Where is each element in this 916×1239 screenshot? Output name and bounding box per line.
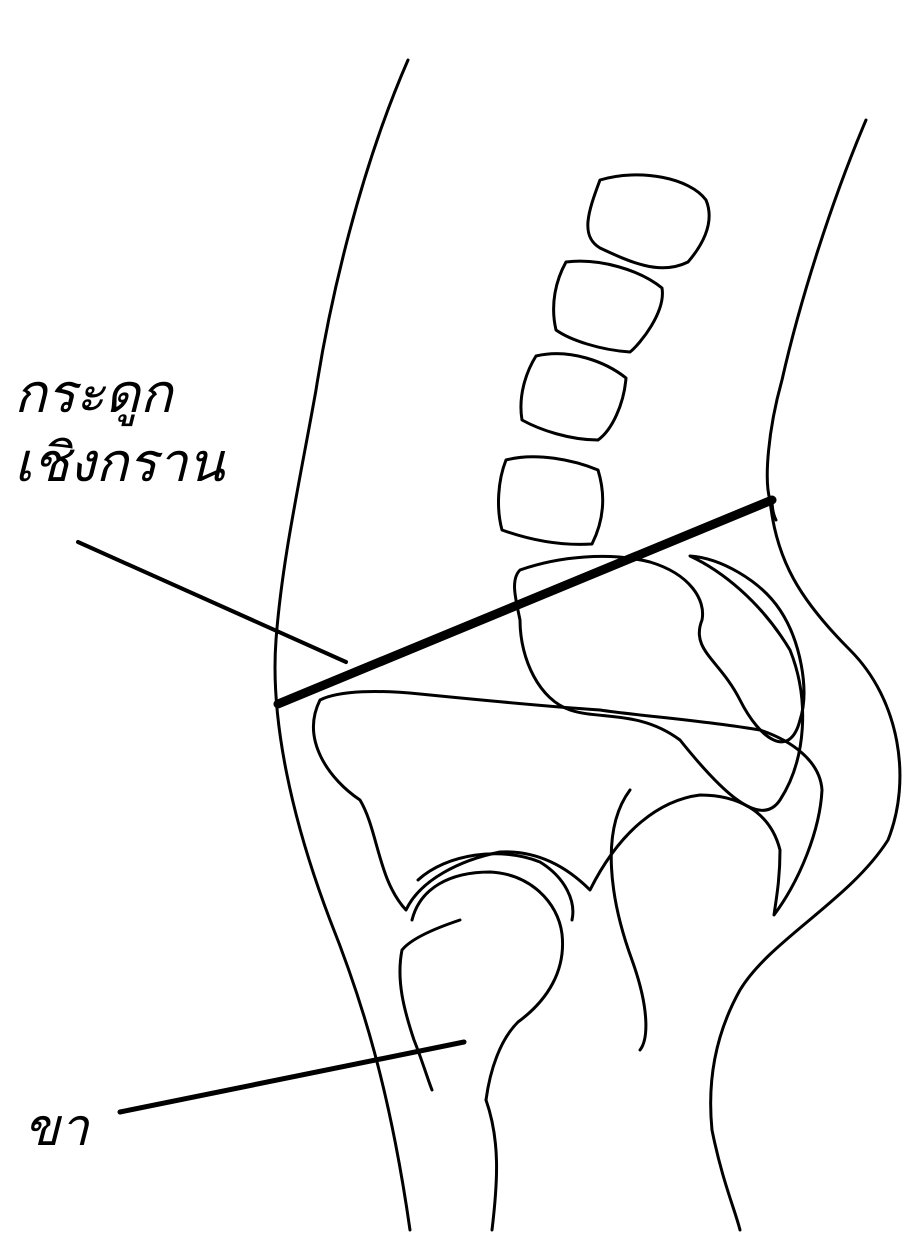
pelvic-inlet-line <box>278 500 772 704</box>
vertebra-2 <box>554 261 663 352</box>
body-outline-right <box>711 120 900 1230</box>
vertebra-4 <box>499 457 603 545</box>
femur-head <box>412 872 563 1100</box>
pelvis-label: กระดูก เชิงกราน <box>14 364 224 493</box>
femur-greater-trochanter <box>486 1100 497 1230</box>
acetabulum <box>418 854 573 920</box>
leg-leader-line <box>120 1042 464 1112</box>
pelvis-label-line-2: เชิงกราน <box>14 433 224 492</box>
leg-label: ขา <box>24 1100 89 1157</box>
pelvis-label-line-1: กระดูก <box>14 364 224 423</box>
body-outline-left <box>275 60 410 1230</box>
vertebra-3 <box>521 354 626 440</box>
pubic-arch <box>611 790 646 1050</box>
vertebra-1 <box>588 175 709 268</box>
sacrum <box>515 556 804 810</box>
femur-neck-upper <box>400 920 460 1090</box>
pelvis-leader-line <box>78 542 346 662</box>
iliac-bone <box>314 692 822 915</box>
